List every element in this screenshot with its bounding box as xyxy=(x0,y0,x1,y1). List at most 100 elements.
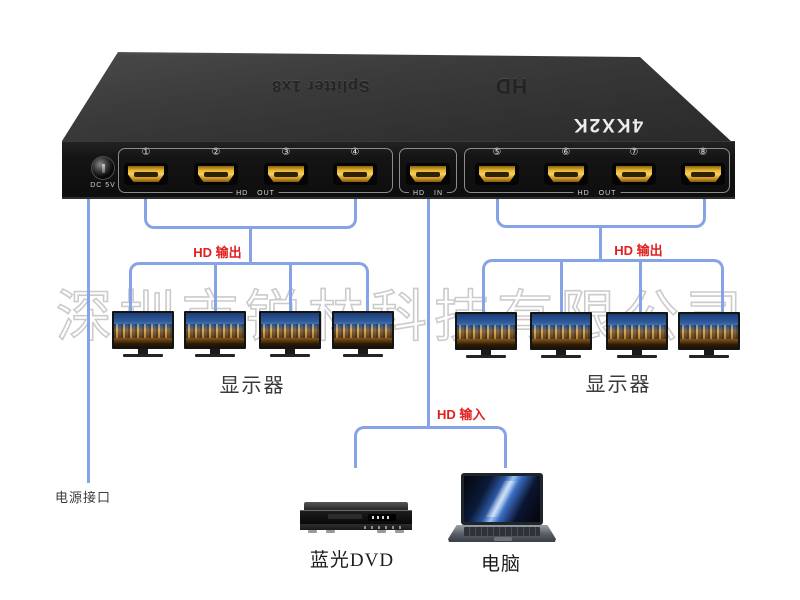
hdmi-out-port-8: ⑧ xyxy=(679,147,727,191)
tv-base xyxy=(123,354,163,357)
hdmi-out-port-3: ③ xyxy=(262,147,310,191)
hdmi-slot xyxy=(485,172,509,177)
hdmi-slot xyxy=(691,172,715,177)
hdmi-slot xyxy=(204,172,228,177)
hd-input-label: HD 输入 xyxy=(437,407,486,422)
hd-output-left-label: HD 输出 xyxy=(193,245,242,260)
monitor-icon-6 xyxy=(530,312,592,359)
tv-stand xyxy=(481,350,491,355)
dvd-top xyxy=(304,502,408,510)
bluray-dvd-label: 蓝光DVD xyxy=(309,550,395,571)
dvd-bottom xyxy=(300,524,412,530)
hdmi-out-port-7: ⑦ xyxy=(610,147,658,191)
dc-jack-pin xyxy=(102,164,105,173)
tv-base xyxy=(195,354,235,357)
dvd-tray xyxy=(328,514,362,519)
model-label: 4KX2K xyxy=(571,114,644,135)
dc-power-label: DC 5V xyxy=(90,182,116,189)
out-left-collector-bracket xyxy=(144,198,357,229)
monitors-right-label: 显示器 xyxy=(585,374,652,396)
tv-base xyxy=(541,355,581,358)
dvd-foot xyxy=(326,530,335,533)
power-connector-line xyxy=(87,198,90,483)
cityscape-image xyxy=(114,313,172,347)
out-left-drop-2 xyxy=(214,265,217,313)
monitor-icon-2 xyxy=(184,311,246,358)
port-number-7: ⑦ xyxy=(629,147,639,158)
tv-screen xyxy=(455,312,517,350)
tv-base xyxy=(466,355,506,358)
tv-screen xyxy=(530,312,592,350)
port-number-2: ② xyxy=(211,147,221,158)
tv-screen xyxy=(332,311,394,349)
cityscape-image xyxy=(680,314,738,348)
monitor-icon-3 xyxy=(259,311,321,358)
tv-stand xyxy=(138,349,148,354)
out-left-distributor-bracket xyxy=(129,262,369,313)
bluray-dvd-player-icon xyxy=(300,502,412,534)
monitors-left-label: 显示器 xyxy=(219,375,286,397)
tv-stand xyxy=(358,349,368,354)
power-port-label: 电源接口 xyxy=(54,490,111,505)
tv-screen xyxy=(112,311,174,349)
hdmi-slot xyxy=(274,172,298,177)
laptop-wallpaper xyxy=(464,476,540,522)
port-number-4: ④ xyxy=(350,147,360,158)
tv-stand xyxy=(556,350,566,355)
device-top-face xyxy=(62,52,733,143)
dvd-foot xyxy=(377,530,386,533)
tv-base xyxy=(343,354,383,357)
dvd-buttons xyxy=(364,526,406,529)
in-group-outline: HD IN xyxy=(399,148,457,197)
port-number-8: ⑧ xyxy=(698,147,708,158)
tv-screen xyxy=(606,312,668,350)
out-left-trunk-line xyxy=(249,227,252,265)
monitor-icon-8 xyxy=(678,312,740,359)
laptop-trackpad xyxy=(494,537,512,541)
dvd-display xyxy=(368,514,396,521)
laptop-computer-icon xyxy=(448,473,556,546)
out-right-trunk-line xyxy=(599,226,602,262)
monitor-icon-5 xyxy=(455,312,517,359)
monitor-icon-7 xyxy=(606,312,668,359)
out-left-drop-3 xyxy=(289,265,292,313)
out-right-distributor-bracket xyxy=(482,259,724,313)
hdmi-slot xyxy=(416,172,440,177)
monitor-icon-4 xyxy=(332,311,394,358)
hdmi-out-port-2: ② xyxy=(192,147,240,191)
laptop-screen xyxy=(461,473,543,525)
hdmi-out-port-4: ④ xyxy=(331,147,379,191)
hdmi-out-port-6: ⑥ xyxy=(542,147,590,191)
out-group-right-outline: HD OUT xyxy=(464,148,730,197)
hd-output-right-label: HD 输出 xyxy=(614,243,663,258)
out-group-right-label: HD OUT xyxy=(573,190,621,197)
hdmi-out-port-5: ⑤ xyxy=(473,147,521,191)
tv-stand xyxy=(210,349,220,354)
port-number-6: ⑥ xyxy=(561,147,571,158)
dvd-foot xyxy=(308,530,317,533)
port-number-5: ⑤ xyxy=(492,147,502,158)
tv-base xyxy=(689,355,729,358)
computer-label: 电脑 xyxy=(480,554,521,575)
monitor-icon-1 xyxy=(112,311,174,358)
cityscape-image xyxy=(334,313,392,347)
tv-screen xyxy=(184,311,246,349)
out-right-drop-3 xyxy=(639,262,642,313)
tv-base xyxy=(617,355,657,358)
hdmi-slot xyxy=(134,172,158,177)
tv-base xyxy=(270,354,310,357)
dc-power-jack-icon xyxy=(91,156,115,180)
input-trunk-line xyxy=(427,198,430,428)
hd-logo: HD xyxy=(494,74,528,97)
tv-stand xyxy=(632,350,642,355)
cityscape-image xyxy=(261,313,319,347)
cityscape-image xyxy=(186,313,244,347)
port-number-3: ③ xyxy=(281,147,291,158)
port-number-1: ① xyxy=(141,147,151,158)
out-right-collector-bracket xyxy=(496,198,706,228)
device-top-label: Splitter 1x8 xyxy=(271,77,370,94)
tv-stand xyxy=(704,350,714,355)
hdmi-slot xyxy=(343,172,367,177)
cityscape-image xyxy=(457,314,515,348)
